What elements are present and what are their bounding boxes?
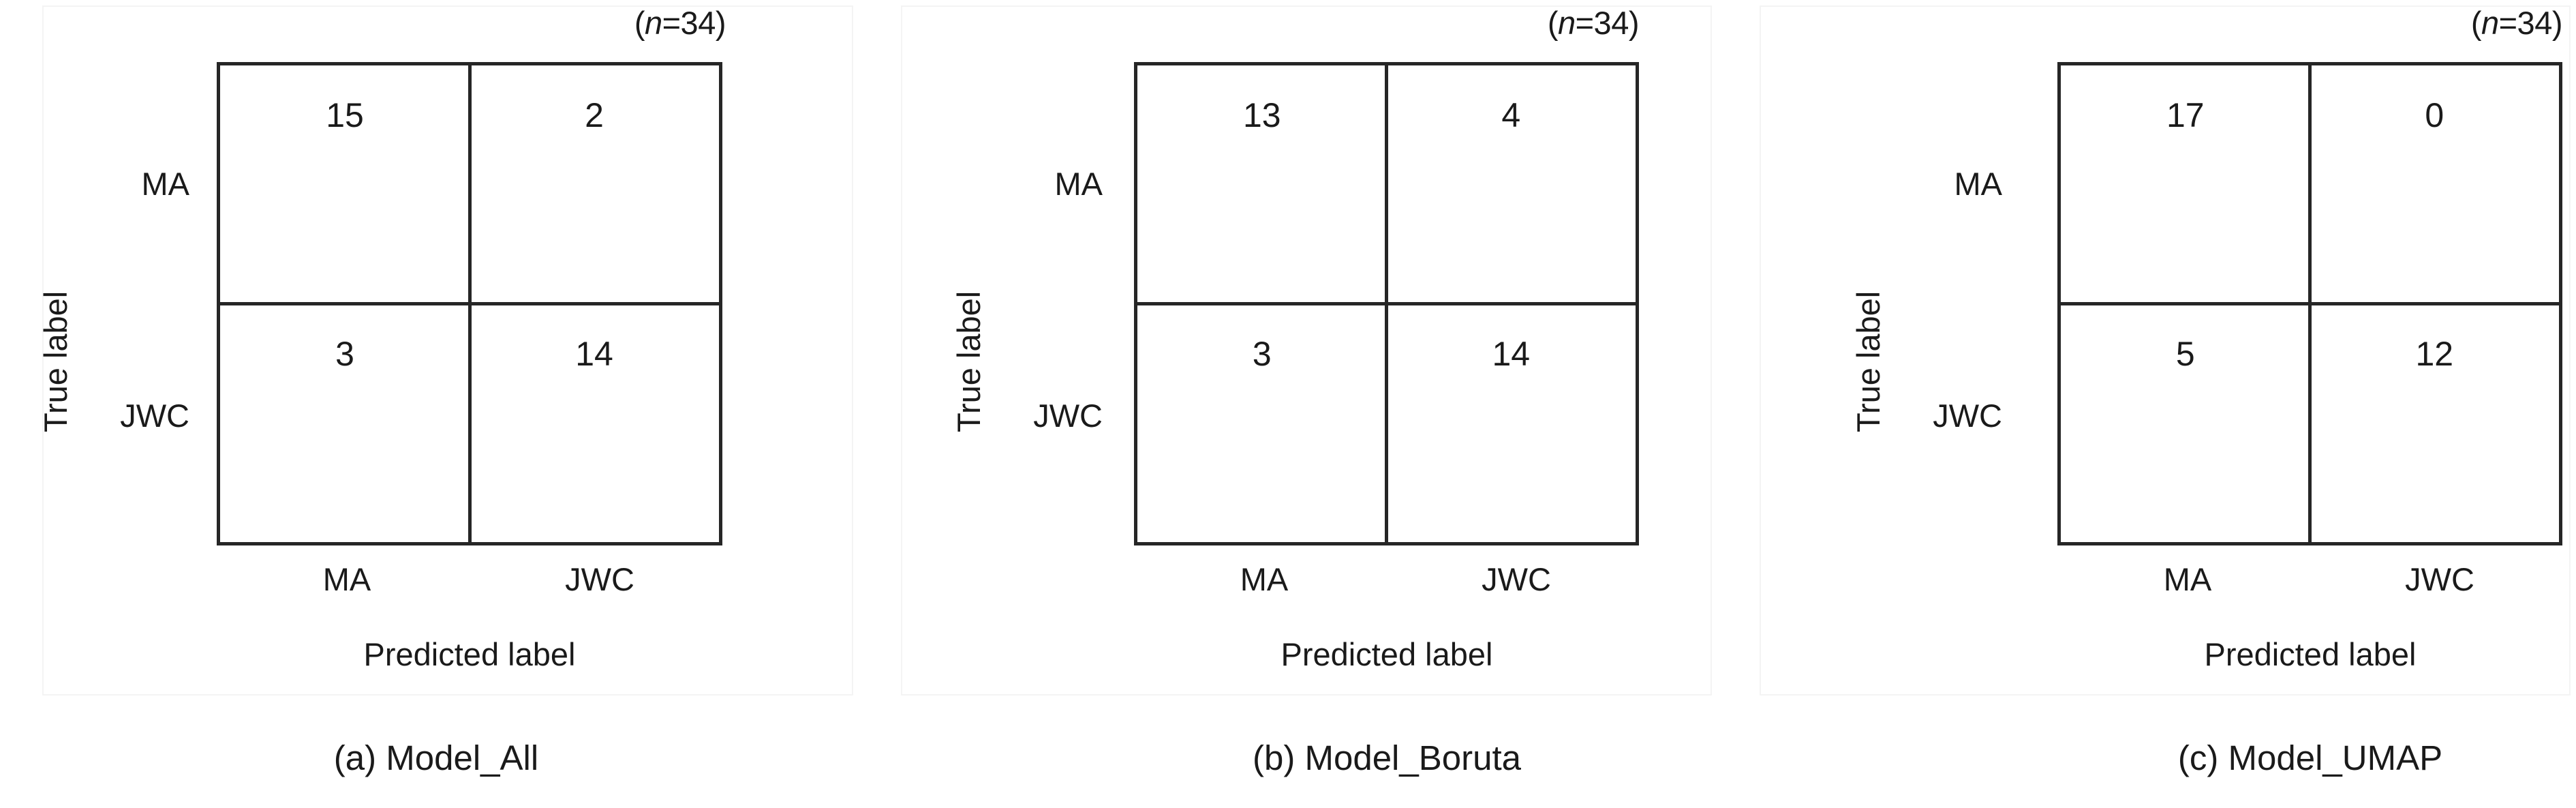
panel-c-matrix-horizontal-divider (2061, 302, 2559, 305)
panel-a-cell-value: 2 (585, 96, 604, 134)
panel-a-col-tick-1: JWC (565, 561, 634, 597)
panel-b-row-tick-1: JWC (1033, 398, 1103, 434)
panel-b-col-tick-0: MA (1240, 561, 1289, 597)
panel-c-cell-jwc-ma: 5 (2061, 304, 2310, 543)
panel-b-cell-value: 3 (1252, 334, 1272, 373)
panel-b-frame (901, 5, 1712, 695)
panel-b-cell-ma-ma: 13 (1137, 65, 1387, 304)
panel-b-col-tick-1: JWC (1482, 561, 1551, 597)
panel-a-row-tick-1: JWC (120, 398, 189, 434)
panel-b-matrix: 13 4 3 14 (1134, 62, 1639, 545)
panel-b-xlabel: Predicted label (1281, 636, 1493, 672)
panel-a-cell-ma-ma: 15 (220, 65, 470, 304)
panel-c-cell-jwc-jwc: 12 (2310, 304, 2560, 543)
panel-b-cell-ma-jwc: 4 (1387, 65, 1636, 304)
panel-c-sample-size: (n=34) (2470, 5, 2563, 41)
panel-b-cell-jwc-ma: 3 (1137, 304, 1387, 543)
panel-b: (n=34) True label MA JWC 13 4 3 14 MA JW… (859, 0, 1717, 808)
panel-a-n-italic: n (644, 5, 662, 41)
panel-a-col-tick-0: MA (322, 561, 371, 597)
panel-c-cell-value: 12 (2415, 334, 2454, 373)
panel-c: (n=34) True label MA JWC 17 0 5 12 MA JW… (1717, 0, 2576, 808)
panel-c-frame (1760, 5, 2571, 695)
panel-a-cell-jwc-jwc: 14 (470, 304, 719, 543)
panel-c-cell-value: 0 (2425, 96, 2444, 134)
panel-b-caption: (b) Model_Boruta (1252, 738, 1522, 777)
panel-c-row-tick-1: JWC (1933, 398, 2002, 434)
panel-c-cell-value: 17 (2166, 96, 2205, 134)
panel-a-cell-jwc-ma: 3 (220, 304, 470, 543)
panel-c-caption: (c) Model_UMAP (2177, 738, 2443, 777)
panel-a-cell-value: 14 (575, 334, 613, 373)
panel-b-cell-value: 13 (1242, 96, 1281, 134)
panel-a-matrix: 15 2 3 14 (217, 62, 722, 545)
panel-a-caption: (a) Model_All (333, 738, 539, 777)
panel-b-cell-value: 4 (1501, 96, 1521, 134)
panel-b-n-italic: n (1557, 5, 1576, 41)
panel-a-row-tick-0: MA (141, 166, 190, 202)
panel-c-n-italic: n (2481, 5, 2499, 41)
panel-b-row-tick-0: MA (1054, 166, 1103, 202)
panel-a-xlabel: Predicted label (363, 636, 576, 672)
panel-c-xlabel: Predicted label (2204, 636, 2417, 672)
panel-b-cell-value: 14 (1492, 334, 1531, 373)
panel-a-cell-value: 3 (335, 334, 354, 373)
panel-a: (n=34) True label MA JWC 15 2 3 14 MA JW… (0, 0, 859, 808)
panel-c-cell-value: 5 (2175, 334, 2195, 373)
panel-b-ylabel: True label (951, 290, 987, 432)
panel-c-cell-ma-jwc: 0 (2310, 65, 2560, 304)
panel-a-ylabel: True label (37, 290, 74, 432)
panel-a-cell-ma-jwc: 2 (470, 65, 719, 304)
panel-a-sample-size: (n=34) (634, 5, 726, 41)
panel-c-col-tick-1: JWC (2405, 561, 2474, 597)
panel-a-cell-value: 15 (326, 96, 364, 134)
panel-c-col-tick-0: MA (2163, 561, 2212, 597)
panel-a-frame (42, 5, 853, 695)
panel-b-sample-size: (n=34) (1547, 5, 1640, 41)
panel-b-cell-jwc-jwc: 14 (1387, 304, 1636, 543)
panel-c-matrix: 17 0 5 12 (2057, 62, 2562, 545)
panel-c-ylabel: True label (1850, 290, 1886, 432)
panel-b-matrix-horizontal-divider (1137, 302, 1636, 305)
panel-c-cell-ma-ma: 17 (2061, 65, 2310, 304)
panel-c-row-tick-0: MA (1954, 166, 2003, 202)
panel-a-matrix-horizontal-divider (220, 302, 719, 305)
